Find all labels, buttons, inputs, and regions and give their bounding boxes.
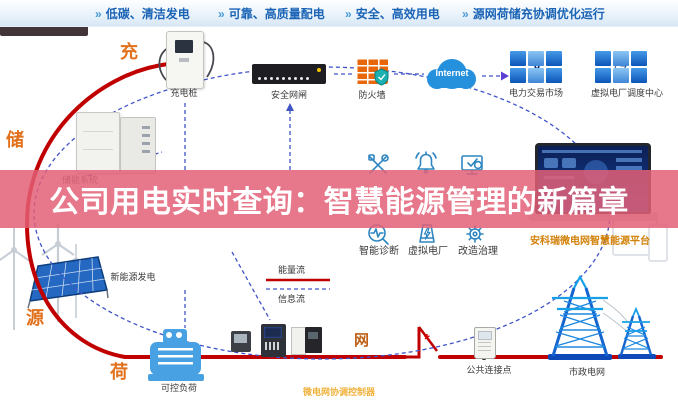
nav-label: 源网荷储充协调优化运行 (472, 7, 605, 21)
icon-label-renovation: 改造治理 (458, 246, 498, 257)
module-device-icon (291, 327, 306, 355)
controller-device-icon (305, 327, 322, 353)
nav-label: 低碳、清洁发电 (105, 7, 190, 21)
nav-item-coordinated-operation[interactable]: » 源网荷储充协调优化运行 (462, 5, 605, 22)
pcc-label: 公共连接点 (466, 365, 512, 375)
node-grid: 网 (354, 332, 370, 349)
node-load: 荷 (110, 362, 128, 382)
arrow-right-icon (501, 71, 509, 81)
internet-cloud-icon (427, 59, 476, 89)
arrow-up-icon (286, 103, 294, 111)
nav-item-safe-usage[interactable]: » 安全、高效用电 (345, 5, 440, 22)
solar-panel-icon (27, 256, 109, 309)
chevron-right-icon: » (218, 6, 225, 21)
headline-banner: 公司用电实时查询：智慧能源管理的新篇章 (0, 170, 678, 228)
legend-info-label: 信息流 (278, 294, 306, 304)
node-storage: 储 (6, 130, 24, 150)
icon-label-vpp: 虚拟电厂 (408, 246, 448, 257)
platform-label: 安科瑞微电网智慧能源平台 (530, 236, 650, 247)
storage-cabinet-left (76, 112, 120, 174)
internet-label: Internet (435, 68, 469, 78)
node-charge: 充 (120, 42, 138, 62)
vpp-dispatch-label: 虚拟电厂调度中心 (590, 88, 663, 98)
nav-item-reliable-distribution[interactable]: » 可靠、高质量配电 (218, 5, 325, 22)
protection-relay-icon (261, 324, 286, 357)
renewable-gen-label: 新能源发电 (110, 272, 156, 282)
meter-device-icon (231, 331, 251, 352)
alarm-bell-icon (415, 151, 437, 174)
headline-text: 公司用电实时查询：智慧能源管理的新篇章 (49, 186, 629, 219)
top-banner: » 低碳、清洁发电 » 可靠、高质量配电 » 安全、高效用电 » 源网荷储充协调… (0, 0, 678, 27)
chevron-right-icon: » (95, 6, 102, 21)
pile-screen (175, 40, 193, 53)
microgrid-controller-label: 微电网协调控制器 (302, 387, 375, 397)
status-led (317, 68, 321, 72)
switch-open-marker: * (424, 331, 430, 348)
controllable-load-motor-icon (148, 326, 206, 384)
node-source: 源 (26, 308, 44, 328)
security-gateway-icon (252, 64, 326, 84)
city-grid-label: 市政电网 (568, 367, 605, 377)
firewall-label: 防火墙 (358, 90, 386, 100)
gear-icon (466, 225, 484, 243)
security-gateway-label: 安全网闸 (270, 90, 307, 100)
screen-wall-vpp-dispatch (595, 51, 647, 83)
legend-energy-label: 能量流 (278, 265, 306, 275)
pile-slot (179, 58, 189, 62)
icon-label-diagnosis: 智能诊断 (359, 246, 399, 257)
controllable-load-label: 可控负荷 (160, 383, 197, 393)
charging-cables (158, 41, 215, 81)
nav-label: 可靠、高质量配电 (228, 7, 325, 21)
nav-item-clean-generation[interactable]: » 低碳、清洁发电 (95, 5, 190, 22)
chevron-right-icon: » (345, 6, 352, 21)
power-market-label: 电力交易市场 (508, 88, 563, 98)
nav-label: 安全、高效用电 (355, 7, 440, 21)
charging-pile-icon (166, 31, 204, 89)
pcc-meter-icon (474, 327, 496, 359)
storage-cabinet-right (120, 117, 156, 174)
transmission-towers-icon (548, 274, 656, 360)
shield-icon (374, 68, 389, 86)
breaker-switch-icon (405, 326, 438, 359)
chevron-right-icon: » (462, 6, 469, 21)
screen-wall-power-market (510, 51, 562, 83)
charging-pile-label: 充电桩 (170, 88, 198, 98)
